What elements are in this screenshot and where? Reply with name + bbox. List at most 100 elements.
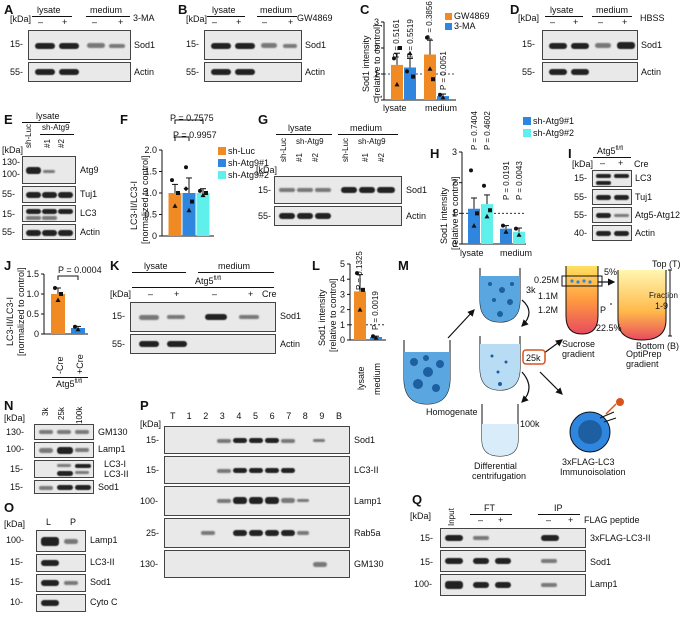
sig-bracket <box>174 119 204 124</box>
lane-label: Input <box>447 508 456 526</box>
y-tick-label: 3 <box>452 147 457 157</box>
minus: – <box>212 17 218 27</box>
minus: – <box>262 17 268 27</box>
data-point <box>425 35 429 40</box>
fraction-label: 3 <box>219 411 225 421</box>
plus: + <box>498 515 504 525</box>
genotype-label: Atg5fl/fl <box>56 379 83 389</box>
panel-label-p: P <box>140 398 149 413</box>
legend-entry: sh-Atg9#2 <box>533 128 575 138</box>
data-point <box>357 307 363 312</box>
y-tick-label: 5 <box>340 259 345 269</box>
row-label-sod1: Sod1 <box>406 185 428 195</box>
blot-lamp1 <box>36 530 86 552</box>
bar <box>481 204 493 244</box>
kda-label: [kDa] <box>10 14 32 24</box>
legend-swatch <box>445 13 452 20</box>
panel-label-m: M <box>398 258 409 273</box>
data-point <box>392 56 396 61</box>
blot-gm130 <box>34 424 94 440</box>
blot-atg5-atg12 <box>592 207 632 223</box>
legend-swatch <box>445 23 452 30</box>
marker: 15- <box>112 311 126 321</box>
legend-swatch <box>523 129 531 137</box>
kda-label: [kDa] <box>186 14 208 24</box>
x-tick: lysate <box>460 248 484 258</box>
minus: – <box>598 17 604 27</box>
blot-actin <box>204 62 302 82</box>
homogenate-tube <box>403 340 451 405</box>
marker: 55- <box>10 67 24 77</box>
panel-label-q: Q <box>412 492 423 507</box>
bar <box>182 193 196 236</box>
p-value: P = 0.0019 <box>371 291 380 330</box>
p-value: P = 0.4602 <box>483 111 492 150</box>
marker: 100- <box>2 169 21 179</box>
lane-label: sh-Atg9 <box>42 123 70 132</box>
blot-lc3 <box>22 205 76 222</box>
y-tick-label: 0 <box>340 335 345 345</box>
ft-label: FT <box>484 503 495 513</box>
marker: 130- <box>2 157 21 167</box>
row-label: Tuj1 <box>80 189 98 199</box>
panel-label-l: L <box>312 258 320 273</box>
y-tick-label: 3 <box>340 289 345 299</box>
kda-label: [kDa] <box>518 13 540 23</box>
fraction-label: T <box>170 411 176 421</box>
bar <box>500 228 512 244</box>
bar <box>196 193 210 236</box>
blot-lamp1 <box>164 486 350 516</box>
plus: + <box>622 17 628 27</box>
data-point <box>394 81 400 87</box>
genotype-label: Atg5fl/fl <box>597 146 624 156</box>
label-gradient: gradient <box>626 359 659 369</box>
bar <box>168 193 182 236</box>
minus: – <box>550 17 556 27</box>
y-tick-label: 1.5 <box>26 269 39 279</box>
data-point <box>371 334 375 339</box>
blot-actin <box>130 334 276 354</box>
marker: 130- <box>140 559 159 569</box>
data-point <box>440 94 446 100</box>
data-point <box>431 77 435 82</box>
data-point <box>484 213 490 219</box>
blot-cyto-c <box>36 594 86 612</box>
row-label: LC3-II <box>354 465 379 475</box>
data-point <box>53 286 57 290</box>
label-fraction: Fraction <box>649 291 678 300</box>
legend-swatch <box>218 147 226 155</box>
genotype-label: Atg5fl/fl <box>195 276 222 286</box>
blot-actin <box>542 62 638 82</box>
p-value: P = 0.0043 <box>515 161 524 200</box>
minus: – <box>92 17 98 27</box>
minus: – <box>600 158 606 168</box>
lane-label: 100k <box>75 406 84 424</box>
marker: 15- <box>258 185 272 195</box>
row-label: Lamp1 <box>90 535 118 545</box>
lysate-label: lysate <box>144 261 168 271</box>
row-label: Actin <box>80 227 101 237</box>
panel-label-n: N <box>4 398 14 413</box>
data-point <box>200 192 206 198</box>
y-tick-label: 1.0 <box>26 289 39 299</box>
label-025m: 0.25M <box>534 275 560 285</box>
data-point <box>407 50 413 56</box>
blot-lamp1 <box>440 574 586 596</box>
minus: – <box>148 289 154 299</box>
x-tick: medium <box>500 248 533 258</box>
bar <box>354 291 366 340</box>
p-value: P = 0.5161 <box>392 19 401 58</box>
panel-label-f: F <box>120 112 128 127</box>
blot-lc3-ii <box>36 554 86 572</box>
sig-bracket <box>57 275 79 280</box>
lane-label: 3k <box>41 407 50 416</box>
fraction-label: 1 <box>186 411 192 421</box>
row-label-actin: Actin <box>280 339 301 349</box>
data-point <box>75 326 81 332</box>
y-tick-label: 4 <box>340 274 345 284</box>
p-value: P = 0.0051 <box>439 51 448 90</box>
marker: 55- <box>522 67 536 77</box>
data-point <box>405 69 409 74</box>
